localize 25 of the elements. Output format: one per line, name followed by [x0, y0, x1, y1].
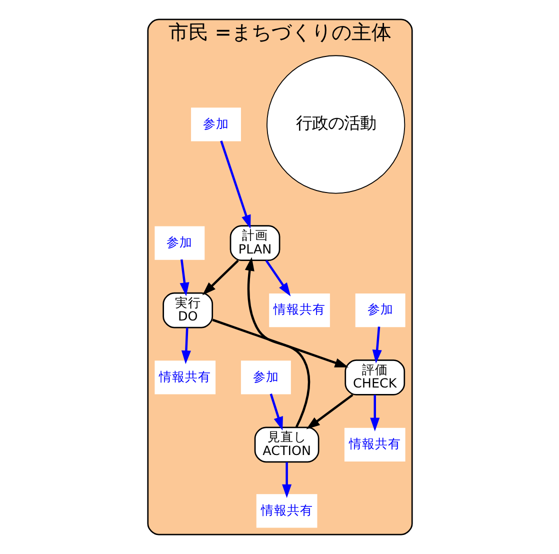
node-box: 評価 CHECK	[344, 360, 405, 396]
arrow	[269, 394, 282, 430]
node-box: 情報共有	[154, 360, 216, 394]
node-box: 参加	[154, 226, 204, 260]
node-box: 見直し ACTION	[254, 426, 319, 463]
arrow	[180, 328, 190, 364]
node-box: 参加	[354, 293, 405, 328]
node-box: 情報共有	[268, 293, 330, 328]
arrow	[212, 318, 348, 368]
arrow	[306, 394, 353, 430]
arrow	[370, 394, 380, 432]
node-box: 計画 PLAN	[229, 225, 280, 262]
arrow	[202, 260, 238, 296]
arrow	[179, 259, 189, 296]
arrow	[282, 462, 292, 498]
node-box: 情報共有	[256, 494, 317, 528]
arrow	[372, 326, 382, 364]
node-box: 情報共有	[344, 428, 405, 462]
node-box: 参加	[240, 360, 290, 394]
node-circle: 行政の活動	[266, 55, 405, 194]
arrow	[244, 257, 310, 428]
arrow	[264, 260, 290, 296]
arrow	[220, 140, 250, 229]
node-box: 参加	[190, 108, 240, 142]
node-box: 実行 DO	[162, 292, 213, 328]
